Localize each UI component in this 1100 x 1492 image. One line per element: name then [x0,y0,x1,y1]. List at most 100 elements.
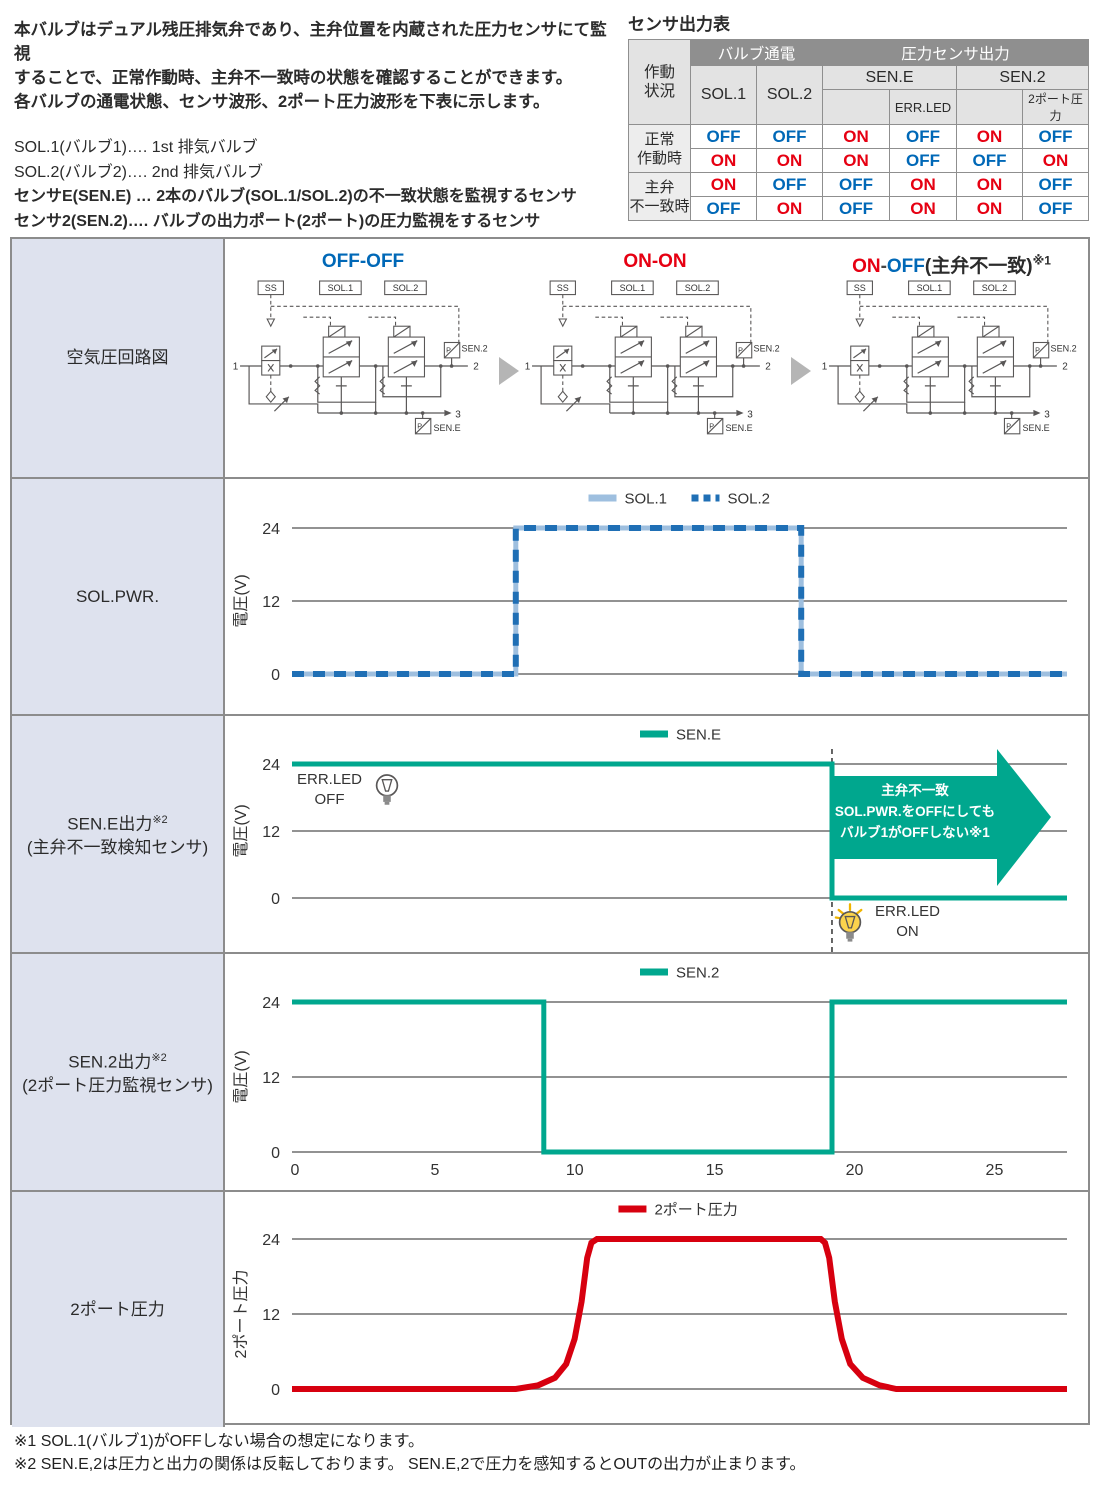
port1-label: 1 [525,362,531,373]
sensor-p-symbol: P [1006,421,1011,430]
definition-line: センサE(SEN.E) … 2本のバルブ(SOL.1/SOL.2)の不一致状態を… [14,188,577,205]
callout-line: 主弁不一致 [881,783,949,798]
sensor-p-symbol: P [417,421,422,430]
header-errled: ERR.LED [889,89,958,125]
sol1-label: SOL.1 [328,283,354,293]
intro-line: 各バルブの通電状態、センサ波形、2ポート圧力波形を下表に示します。 [14,93,550,111]
pneumatic-circuit-diagram: P SEN.2 P SEN.E SS SOL.1 SOL.2 1 2 3 [525,280,780,435]
y-tick-label: 0 [271,1382,280,1399]
sen2-sensor-label: SEN.2 [754,344,780,354]
arrow-right-icon [791,357,811,385]
sen2-sensor-label: SEN.2 [462,344,488,354]
port2-label: 2 [473,362,479,373]
table-cell-on: ON [889,172,958,197]
y-axis-title: 電圧(V) [233,804,250,857]
row-group-label: 主弁 不一致時 [628,172,691,221]
header-sene: SEN.E [822,65,958,90]
header-sensor-out: 圧力センサ出力 [822,39,1090,66]
legend-label: SEN.E [676,727,721,744]
legend-label: SOL.1 [625,491,668,508]
circuit-title-part: ON [852,256,881,277]
table-cell-off: OFF [690,196,757,221]
row-label-sen-2: SEN.2出力※2(2ポート圧力監視センサ) [12,954,225,1190]
y-tick-label: 12 [262,1307,280,1324]
y-axis-title: 電圧(V) [233,574,250,627]
circuit-state-on-on: ON-ON [523,239,787,457]
footnotes: ※1 SOL.1(バルブ1)がOFFしない場合の想定になります。 ※2 SEN.… [14,1430,806,1476]
table-cell-off: OFF [755,172,824,197]
row-label-sol-pwr: SOL.PWR. [12,479,225,714]
header-sol2: SOL.2 [755,65,824,125]
port1-label: 1 [233,362,239,373]
port3-label: 3 [747,410,753,421]
table-cell-on: ON [956,172,1024,197]
table-cell-off: OFF [956,148,1024,173]
err-led-state: ON [896,923,919,940]
x-tick-label: 25 [986,1162,1004,1179]
x-tick-label: 15 [706,1162,724,1179]
definition-line: SOL.2(バルブ2)…. 2nd 排気バルブ [14,163,263,181]
sol1-label: SOL.1 [620,283,646,293]
table-cell-off: OFF [755,124,824,149]
ss-label: SS [853,283,865,293]
series-2ポート圧力 [292,1236,1067,1392]
sensor-p-symbol: P [1035,345,1040,354]
y-tick-label: 24 [262,1232,280,1249]
pneumatic-circuit-diagram: P SEN.2 P SEN.E SS SOL.1 SOL.2 1 2 3 [233,280,488,435]
sene-sensor-label: SEN.E [726,423,753,433]
row-label-sen-e: SEN.E出力※2(主弁不一致検知センサ) [12,716,225,952]
header-state: 作動 状況 [628,39,691,125]
circuit-title-part: ※1 [1032,253,1051,268]
y-tick-label: 12 [262,1070,280,1087]
err-led-on-annotation: ERR.LED ON [833,902,940,952]
y-tick-label: 24 [262,521,280,538]
pneumatic-circuit-diagram: P SEN.2 P SEN.E SS SOL.1 SOL.2 1 2 3 [821,280,1076,435]
circuit-title: OFF-OFF [322,251,404,275]
callout-line: バルブ1がOFFしない※1 [840,825,990,840]
intro-line: することで、正常作動時、主弁不一致時の状態を確認することができます。 [14,69,573,87]
err-led-off-annotation: ERR.LED OFF [297,770,404,819]
ss-label: SS [265,283,277,293]
callout-line: SOL.PWR.をOFFにしても [834,804,996,819]
y-axis-title: 2ポート圧力 [232,1270,250,1359]
x-tick-label: 20 [846,1162,864,1179]
header-blank [956,89,1024,125]
sensor-table: 作動 状況 バルブ通電 圧力センサ出力 SOL.1 SOL.2 SEN.E SE… [628,39,1090,221]
definition-line: SOL.1(バルブ1)…. 1st 排気バルブ [14,139,258,156]
footnote-1: ※1 SOL.1(バルブ1)がOFFしない場合の想定になります。 [14,1433,425,1450]
table-cell-on: ON [822,124,891,149]
sol2-label: SOL.2 [981,283,1007,293]
port2-label: 2 [1062,362,1068,373]
sensor-p-symbol: P [738,345,743,354]
row-group-label: 正常 作動時 [628,124,691,173]
sene-sensor-label: SEN.E [434,423,461,433]
series-SOL.2 [292,525,1067,677]
sol2-label: SOL.2 [393,283,419,293]
callout-arrow-shape [832,749,1051,886]
x-tick-label: 10 [566,1162,584,1179]
err-led-label: ERR.LED [297,771,363,788]
y-tick-label: 12 [262,824,280,841]
table-cell-on: ON [956,124,1024,149]
sene-sensor-label: SEN.E [1022,423,1049,433]
y-axis-title: 電圧(V) [233,1050,250,1103]
circuit-title: ON-OFF(主弁不一致)※1 [852,251,1051,277]
table-cell-on: ON [956,196,1024,221]
y-tick-label: 24 [262,757,280,774]
bulb-off-icon [375,774,399,805]
header-blank [822,89,891,125]
table-cell-off: OFF [889,148,958,173]
table-cell-off: OFF [822,196,891,221]
err-led-label: ERR.LED [875,903,941,920]
circuit-title-part: ON-ON [623,251,687,272]
y-tick-label: 12 [262,594,280,611]
